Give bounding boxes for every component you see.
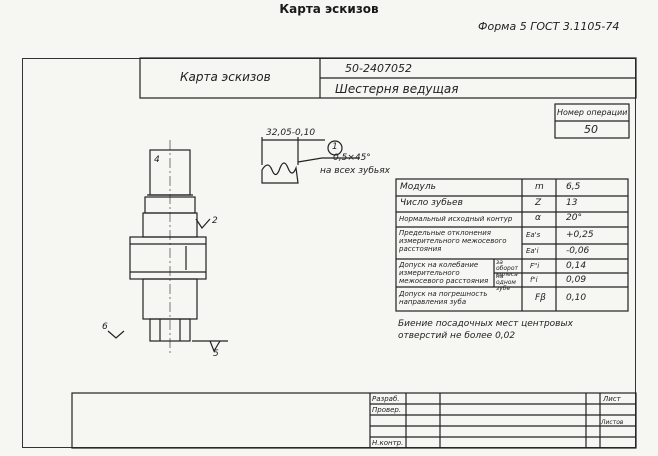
param-value-deviation-upper: +0,25 (566, 230, 594, 240)
page-caption: Карта эскизов (279, 2, 379, 16)
param-name-deviations: Предельные отклонения измерительного меж… (399, 229, 507, 253)
param-symbol-teeth: Z (535, 198, 542, 208)
param-value-teeth: 13 (566, 198, 578, 208)
roughness-bottom: 5 (213, 349, 219, 359)
param-name-contour: Нормальный исходный контур (399, 215, 513, 223)
part-name: Шестерня ведущая (335, 82, 459, 96)
stamp-row-norm-control: Н.контр. (372, 439, 404, 447)
runout-note: Биение посадочных мест центровых отверст… (398, 319, 573, 341)
param-value-direction: 0,10 (566, 293, 587, 303)
stamp-row-checker: Провер. (372, 406, 402, 414)
param-name-tolerance: Допуск на колебание измерительного межос… (399, 261, 489, 285)
doc-name: Карта эскизов (180, 70, 271, 84)
chamfer-note: 0,5×45° (333, 153, 371, 163)
param-value-deviation-lower: -0,06 (566, 246, 590, 256)
param-symbol-deviation-upper: Ea's (526, 231, 541, 239)
param-symbol-per-revolution: F"i (530, 262, 540, 270)
param-value-per-tooth: 0,09 (566, 275, 587, 285)
chamfer-dimension: 32,05-0,10 (266, 128, 316, 138)
roughness-top: 4 (154, 155, 160, 165)
param-name-module: Модуль (400, 182, 436, 192)
operation-label: Номер операции (557, 108, 628, 117)
param-value-contour: 20° (566, 213, 582, 223)
param-name-direction: Допуск на погрешность направления зуба (399, 290, 488, 306)
param-symbol-deviation-lower: Ea'i (526, 247, 539, 255)
stamp-row-developer: Разраб. (372, 395, 400, 403)
param-symbol-per-tooth: f"i (530, 276, 538, 284)
stamp-sheet-label: Лист (603, 395, 621, 403)
param-label-per-revolution: за оборот колеса (496, 259, 519, 278)
chamfer-scope: на всех зубьях (320, 166, 390, 176)
stamp-sheets-label: Листов (601, 419, 624, 426)
param-value-module: 6,5 (566, 182, 581, 192)
param-symbol-module: m (535, 182, 544, 192)
roughness-mid: 2 (212, 216, 218, 226)
param-name-teeth: Число зубьев (400, 198, 463, 208)
param-symbol-contour: α (535, 213, 541, 223)
param-value-per-revolution: 0,14 (566, 261, 587, 271)
param-label-per-tooth: на одном зубе (496, 273, 516, 292)
operation-value: 50 (584, 123, 598, 136)
form-number: Форма 5 ГОСТ 3.1105-74 (478, 20, 620, 33)
doc-number: 50-2407052 (345, 62, 412, 75)
callout-number: 1 (332, 142, 338, 152)
roughness-side: 6 (102, 322, 108, 332)
param-symbol-direction: Fβ (535, 293, 546, 303)
